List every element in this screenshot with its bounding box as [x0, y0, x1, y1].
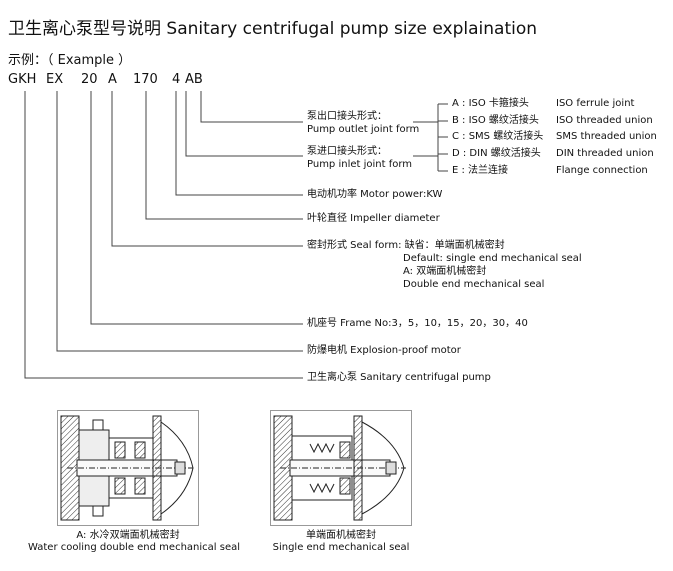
joint-option-d-en: DIN threaded union [556, 148, 654, 159]
example-label: 示例：（ Example ） [8, 53, 132, 68]
pump-label: 卫生离心泵 Sanitary centrifugal pump [307, 372, 491, 383]
seal-line2: Default: single end mechanical seal [403, 253, 582, 264]
joint-option-c-en: SMS threaded union [556, 131, 657, 142]
code-4: 4 [172, 72, 181, 87]
seal-line3: A: 双端面机械密封 [403, 266, 487, 277]
code-170: 170 [133, 72, 158, 87]
joint-option-b-en: ISO threaded union [556, 115, 653, 126]
motor-power-label: 电动机功率 Motor power:KW [307, 189, 443, 200]
joint-option-e-en: Flange connection [556, 165, 648, 176]
code-ab: AB [185, 72, 203, 87]
joint-option-b-code: B : ISO 螺纹活接头 [452, 115, 539, 126]
inlet-zh: 泵进口接头形式： [307, 146, 387, 157]
figure-a-caption-en: Water cooling double end mechanical seal [28, 542, 240, 553]
outlet-zh: 泵出口接头形式： [307, 111, 387, 122]
seal-line1: 密封形式 Seal form: 缺省：单端面机械密封 [307, 240, 505, 251]
page-title: 卫生离心泵型号说明 Sanitary centrifugal pump size… [8, 19, 538, 39]
code-ex: EX [46, 72, 64, 87]
joint-option-d-code: D : DIN 螺纹活接头 [452, 148, 541, 159]
outlet-en: Pump outlet joint form [307, 124, 420, 135]
figure-b-caption-en: Single end mechanical seal [272, 542, 410, 553]
inlet-en: Pump inlet joint form [307, 159, 413, 170]
explosion-label: 防爆电机 Explosion-proof motor [307, 345, 461, 356]
figure-a-caption-zh: A: 水冷双端面机械密封 [76, 530, 180, 541]
joint-option-c-code: C : SMS 螺纹活接头 [452, 131, 544, 142]
code-gkh: GKH [8, 72, 37, 87]
joint-option-e-code: E : 法兰连接 [452, 165, 509, 176]
frame-label: 机座号 Frame No:3，5，10，15，20，30，40 [307, 318, 528, 329]
joint-option-a-en: ISO ferrule joint [556, 98, 635, 109]
code-20: 20 [81, 72, 98, 87]
impeller-label: 叶轮直径 Impeller diameter [307, 213, 440, 224]
joint-option-a-code: A : ISO 卡箍接头 [452, 98, 529, 109]
single-seal-drawing [270, 410, 412, 526]
seal-line4: Double end mechanical seal [403, 279, 545, 290]
code-a: A [108, 72, 117, 87]
double-seal-drawing [57, 410, 199, 526]
figure-b-caption-zh: 单端面机械密封 [306, 530, 376, 541]
